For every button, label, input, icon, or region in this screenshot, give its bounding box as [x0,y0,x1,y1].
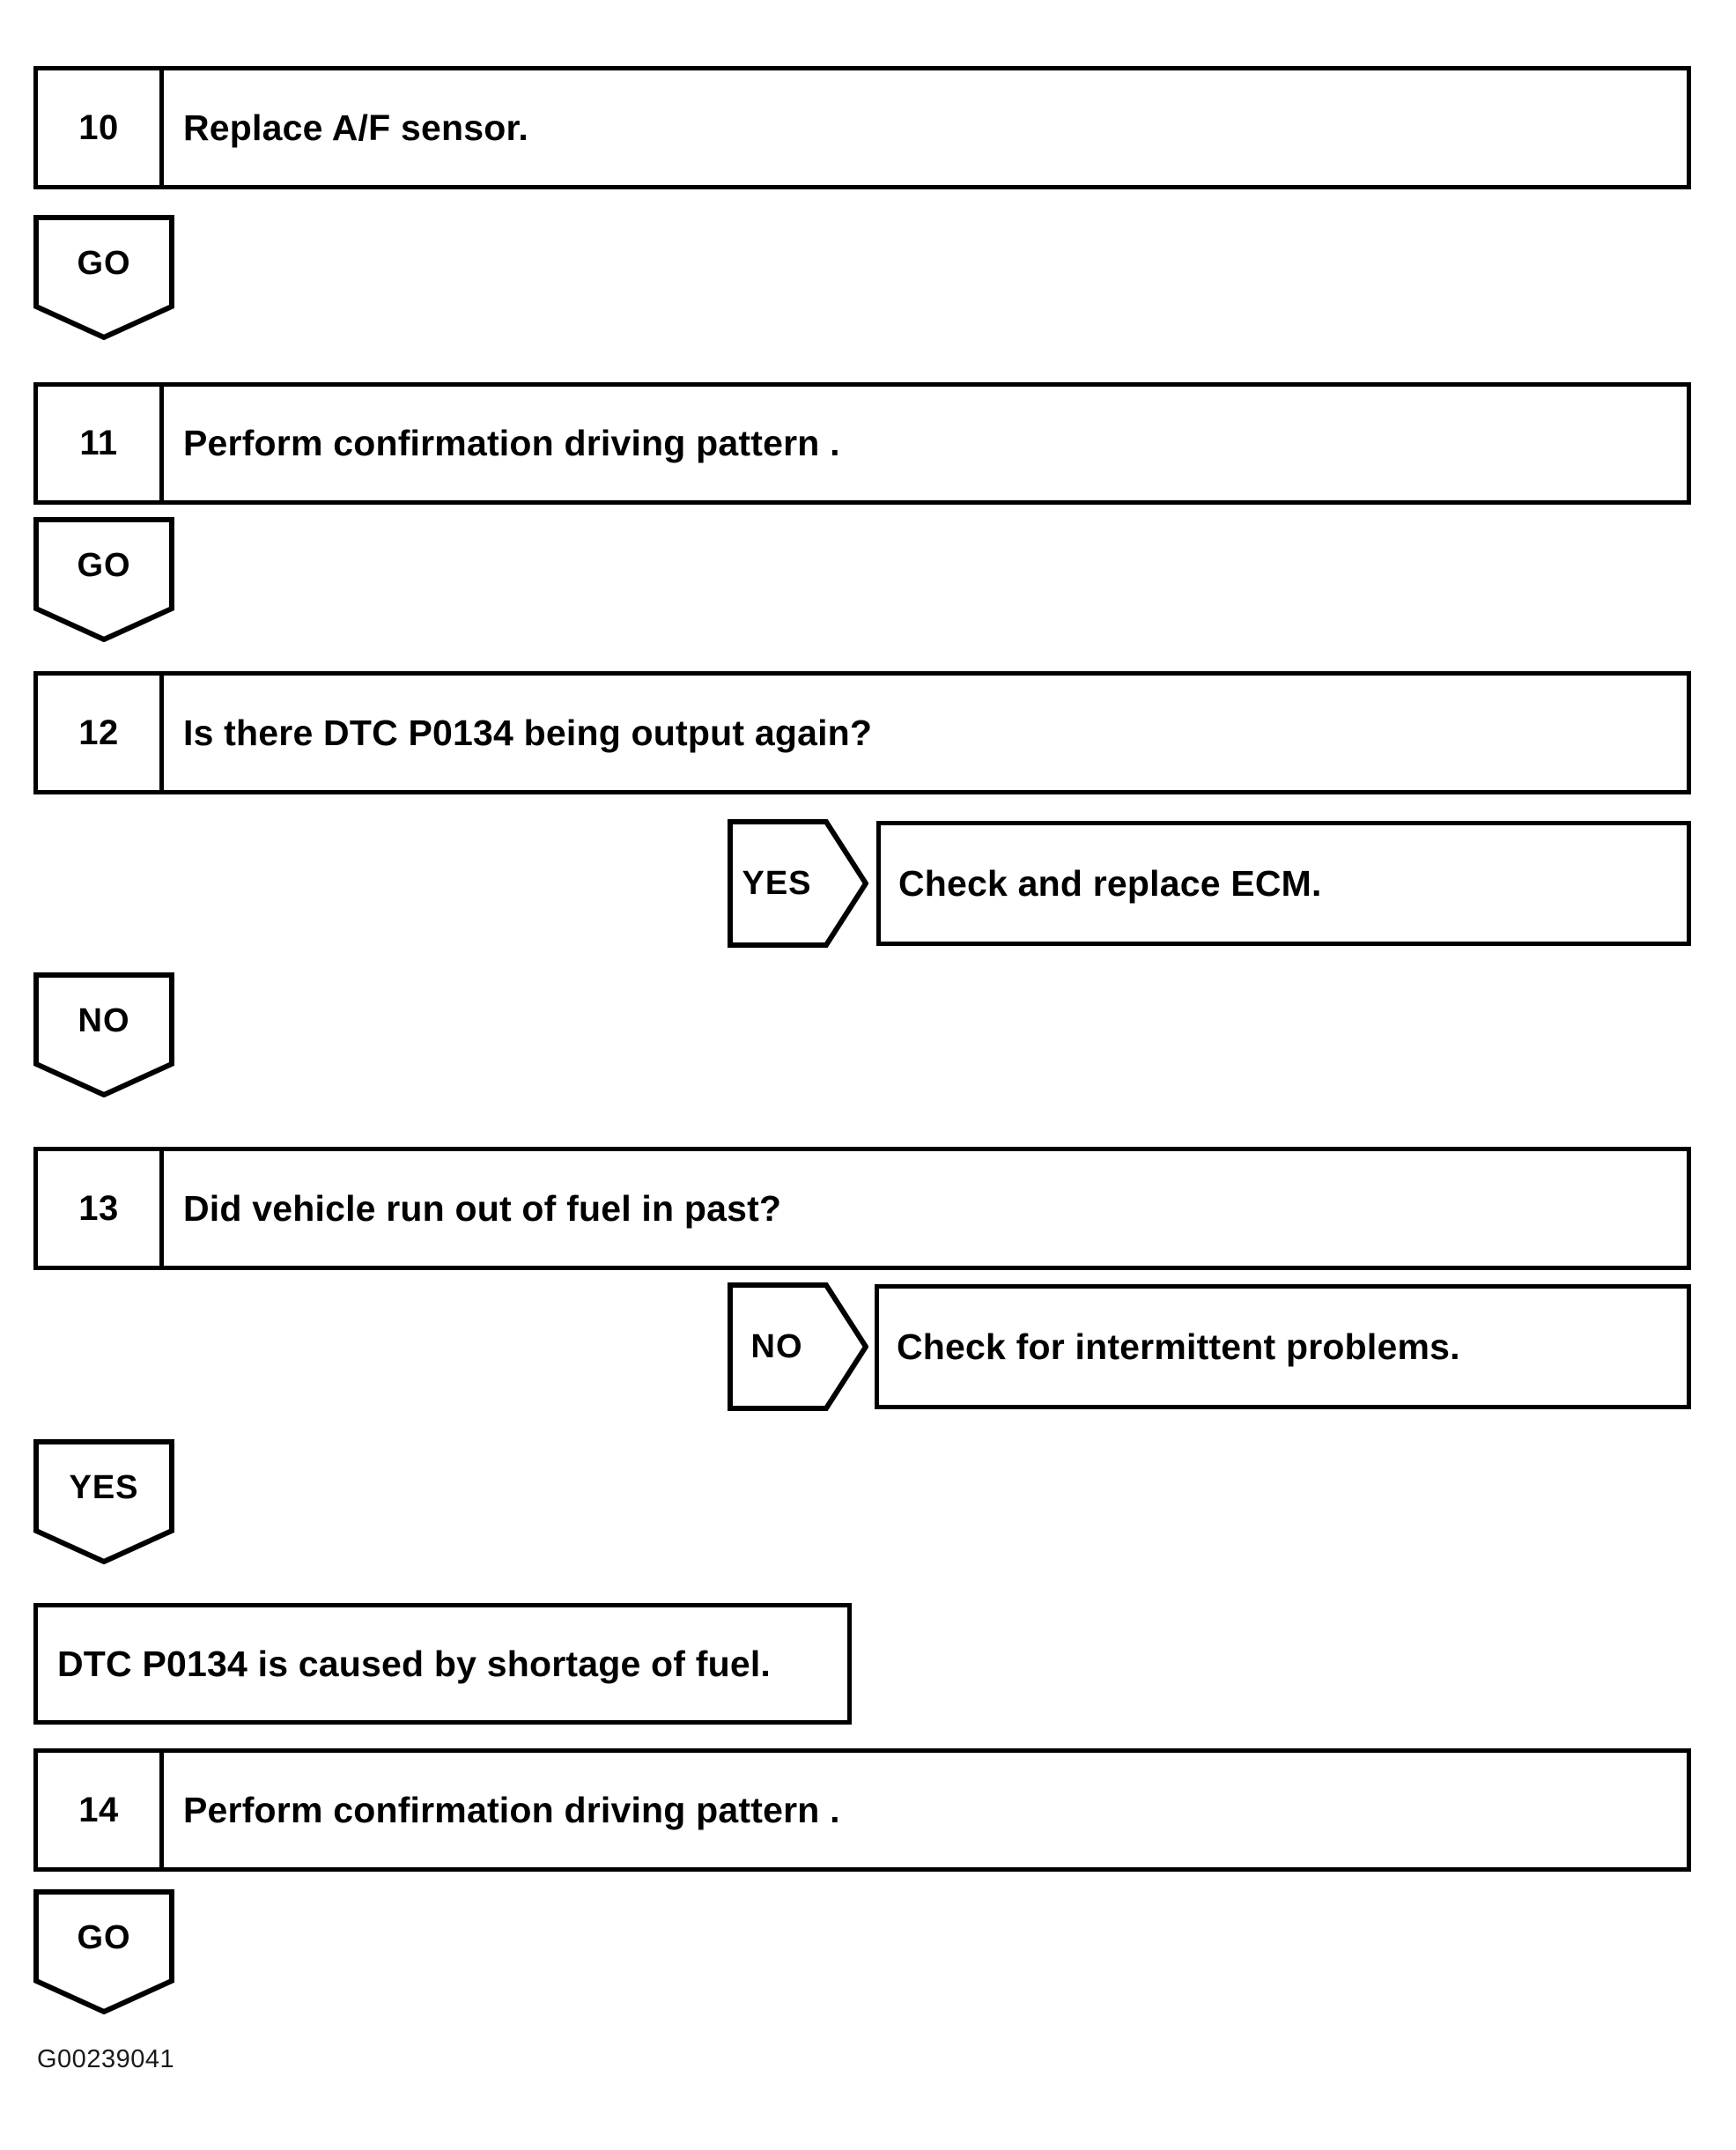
branch-action-box-no-step13[interactable]: Check for intermittent problems. [875,1284,1691,1409]
step-row-13[interactable]: 13 Did vehicle run out of fuel in past? [33,1147,1691,1270]
flow-token-label: GO [77,547,131,584]
step-number-11: 11 [38,387,164,500]
flow-token-go-after-step11: GO [33,517,174,642]
flow-token-go-after-step10: GO [33,215,174,340]
flow-token-label: GO [77,245,131,282]
step-row-14[interactable]: 14 Perform confirmation driving pattern … [33,1748,1691,1872]
step-number-14: 14 [38,1753,164,1867]
branch-action-box-yes-step12[interactable]: Check and replace ECM. [876,821,1691,946]
step-text-11: Perform confirmation driving pattern . [183,423,840,463]
branch-token-label: YES [742,864,812,902]
result-box-fuel-shortage[interactable]: DTC P0134 is caused by shortage of fuel. [33,1603,852,1725]
step-text-13: Did vehicle run out of fuel in past? [183,1187,782,1229]
step-number-10: 10 [38,70,164,185]
flow-token-label: YES [69,1469,139,1506]
step-row-10[interactable]: 10 Replace A/F sensor. [33,66,1691,189]
flow-token-label: NO [78,1002,130,1039]
step-text-10: Replace A/F sensor. [183,107,528,148]
flow-token-no-after-step12: NO [33,972,174,1097]
branch-token-label: NO [750,1327,803,1365]
step-text-14: Perform confirmation driving pattern . [183,1789,840,1830]
step-text-12: Is there DTC P0134 being output again? [183,712,873,753]
branch-token-yes-step12: YES [728,819,868,948]
step-number-12: 12 [38,676,164,790]
flow-token-go-after-step14: GO [33,1889,174,2014]
figure-id-label: G00239041 [37,2045,175,2073]
step-number-13: 13 [38,1151,164,1266]
step-row-11[interactable]: 11 Perform confirmation driving pattern … [33,382,1691,505]
step-row-12[interactable]: 12 Is there DTC P0134 being output again… [33,671,1691,794]
branch-token-no-step13: NO [728,1282,868,1411]
flow-token-label: GO [77,1919,131,1956]
flow-token-yes-after-step13: YES [33,1439,174,1564]
